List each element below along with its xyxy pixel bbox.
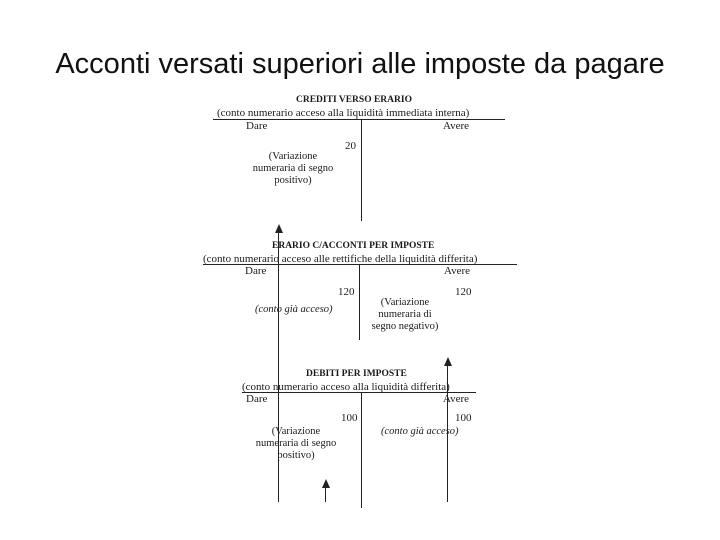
account-1-avere-label: Avere	[443, 120, 470, 132]
account-3-name: DEBITI PER IMPOSTE	[306, 369, 407, 379]
account-3-vertical-line	[361, 392, 362, 508]
account-3-avere-label: Avere	[443, 393, 470, 405]
account-2-vertical-line	[359, 264, 360, 340]
account-1-name: CREDITI VERSO ERARIO	[296, 95, 412, 105]
account-3-avere-note: (conto già acceso)	[381, 426, 459, 437]
account-1-dare-label: Dare	[246, 120, 268, 132]
account-3-avere-amount: 100	[455, 412, 472, 424]
account-2-avere-note: (Variazione numeraria di segno negativo)	[371, 297, 439, 332]
slide-title: Acconti versati superiori alle imposte d…	[55, 48, 665, 80]
right-flow-arrow-line	[447, 365, 448, 502]
account-2-horizontal-line	[203, 264, 517, 265]
account-1-dare-amount: 20	[345, 140, 356, 152]
left-flow-arrowhead-icon	[275, 224, 283, 233]
account-3-subtitle: (conto numerario acceso alla liquidità d…	[242, 381, 450, 393]
right-flow-arrowhead-icon	[444, 357, 452, 366]
left-flow-arrow-line	[278, 232, 279, 502]
account-2-dare-amount: 120	[338, 286, 355, 298]
bottom-flow-arrow-line	[325, 487, 326, 502]
account-1-vertical-line	[361, 119, 362, 221]
account-2-dare-label: Dare	[245, 265, 267, 277]
account-1-dare-note: (Variazione numeraria di segno positivo)	[252, 151, 334, 186]
account-1-subtitle: (conto numerario acceso alla liquidità i…	[217, 107, 470, 119]
bottom-flow-arrowhead-icon	[322, 479, 330, 488]
account-2-avere-amount: 120	[455, 286, 472, 298]
account-3-dare-amount: 100	[341, 412, 358, 424]
account-1-horizontal-line	[213, 119, 505, 120]
account-3-horizontal-line	[242, 392, 476, 393]
account-2-avere-label: Avere	[444, 265, 471, 277]
account-3-dare-label: Dare	[246, 393, 268, 405]
account-2-name: ERARIO C/ACCONTI PER IMPOSTE	[272, 241, 435, 251]
account-2-subtitle: (conto numerario acceso alle rettifiche …	[203, 253, 478, 265]
account-2-dare-note: (conto già acceso)	[255, 304, 333, 315]
account-3-dare-note: (Variazione numeraria di segno positivo)	[255, 426, 337, 461]
